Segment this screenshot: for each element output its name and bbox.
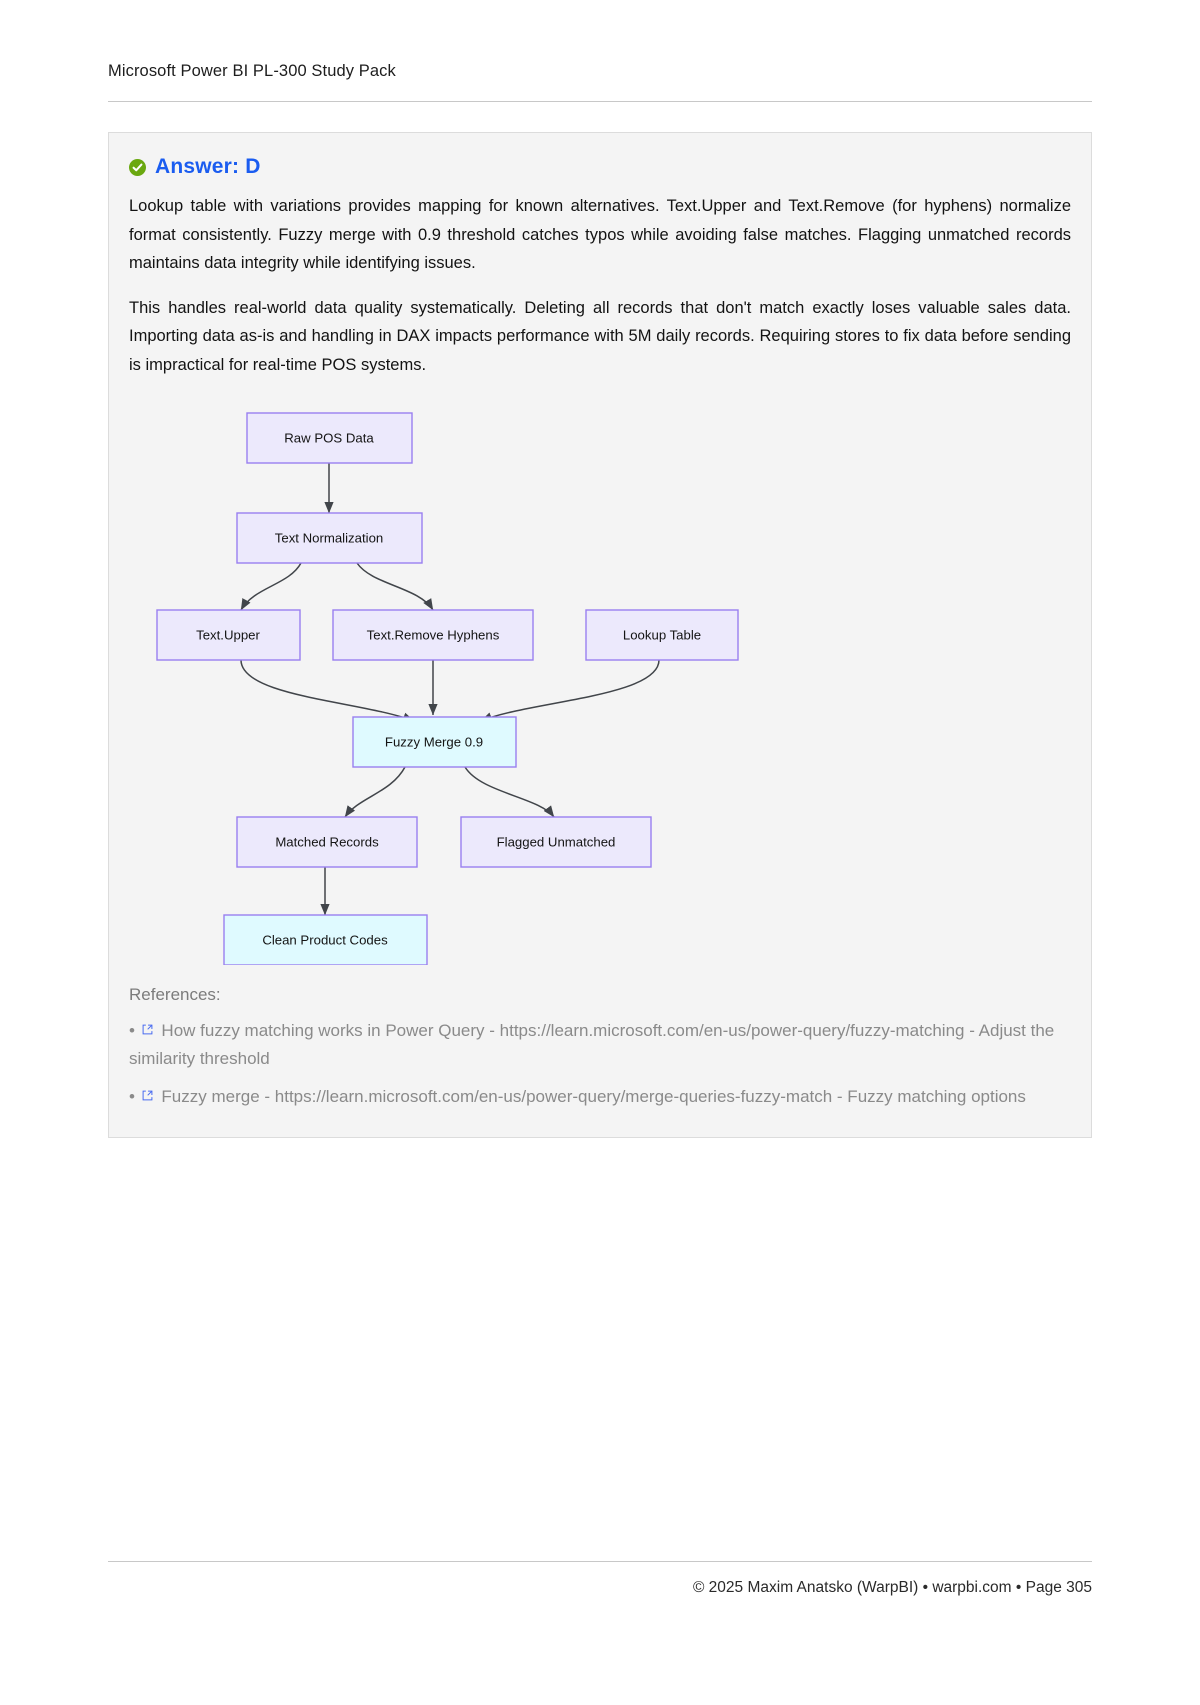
node-flagged-unmatched[interactable]: Flagged Unmatched <box>460 816 652 868</box>
edge-norm-to-upper <box>240 562 302 611</box>
node-raw-pos-data[interactable]: Raw POS Data <box>246 412 413 464</box>
header-title: Microsoft Power BI PL-300 Study Pack <box>108 62 396 80</box>
external-link-icon <box>142 1024 153 1035</box>
edge-fuzzy-to-matched <box>344 766 406 818</box>
node-label: Matched Records <box>275 834 379 849</box>
node-label: Flagged Unmatched <box>497 834 616 849</box>
page-footer: © 2025 Maxim Anatsko (WarpBI) • warpbi.c… <box>108 1561 1092 1597</box>
node-label: Text.Upper <box>196 627 260 642</box>
reference-item[interactable]: • Fuzzy merge - https://learn.microsoft.… <box>129 1083 1071 1111</box>
answer-card: Answer: D Lookup table with variations p… <box>108 132 1092 1138</box>
edge-upper-to-fuzzy <box>240 659 415 722</box>
reference-text: How fuzzy matching works in Power Query … <box>129 1021 1055 1068</box>
node-clean-product-codes[interactable]: Clean Product Codes <box>223 914 428 965</box>
node-label: Text Normalization <box>275 530 383 545</box>
check-circle-icon <box>129 158 146 176</box>
node-text-remove-hyphens[interactable]: Text.Remove Hyphens <box>332 609 534 661</box>
node-label: Lookup Table <box>623 627 701 642</box>
node-matched-records[interactable]: Matched Records <box>236 816 418 868</box>
edge-group <box>240 463 660 916</box>
node-fuzzy-merge[interactable]: Fuzzy Merge 0.9 <box>352 716 517 768</box>
edge-lookup-to-fuzzy <box>480 659 660 722</box>
header-divider <box>108 101 1092 102</box>
answer-paragraph-2: This handles real-world data quality sys… <box>129 298 1071 374</box>
node-lookup-table[interactable]: Lookup Table <box>585 609 739 661</box>
bullet-icon: • <box>129 1021 135 1040</box>
answer-label: Answer: D <box>155 155 261 178</box>
node-label: Raw POS Data <box>284 430 374 445</box>
node-label: Text.Remove Hyphens <box>367 627 500 642</box>
node-label: Clean Product Codes <box>262 932 388 947</box>
node-text-normalization[interactable]: Text Normalization <box>236 512 423 564</box>
footer-text: © 2025 Maxim Anatsko (WarpBI) • warpbi.c… <box>692 1579 1092 1596</box>
footer-divider <box>108 1561 1092 1562</box>
page-header: Microsoft Power BI PL-300 Study Pack <box>108 0 1092 102</box>
flowchart-diagram: Raw POS Data Text Normalization Text.Upp… <box>129 405 1071 965</box>
references-title: References: <box>129 985 221 1004</box>
bullet-icon: • <box>129 1087 135 1106</box>
external-link-icon <box>142 1090 153 1101</box>
references-section: References: • How fuzzy matching works i… <box>129 985 1071 1111</box>
flowchart-svg: Raw POS Data Text Normalization Text.Upp… <box>156 412 739 965</box>
answer-paragraph-1: Lookup table with variations provides ma… <box>129 197 1071 272</box>
node-text-upper[interactable]: Text.Upper <box>156 609 301 661</box>
answer-header: Answer: D <box>129 155 1071 179</box>
reference-text: Fuzzy merge - https://learn.microsoft.co… <box>161 1087 1026 1106</box>
edge-norm-to-hyphens <box>356 562 434 611</box>
node-label: Fuzzy Merge 0.9 <box>385 734 483 749</box>
reference-item[interactable]: • How fuzzy matching works in Power Quer… <box>129 1017 1071 1073</box>
edge-fuzzy-to-flagged <box>464 766 555 818</box>
